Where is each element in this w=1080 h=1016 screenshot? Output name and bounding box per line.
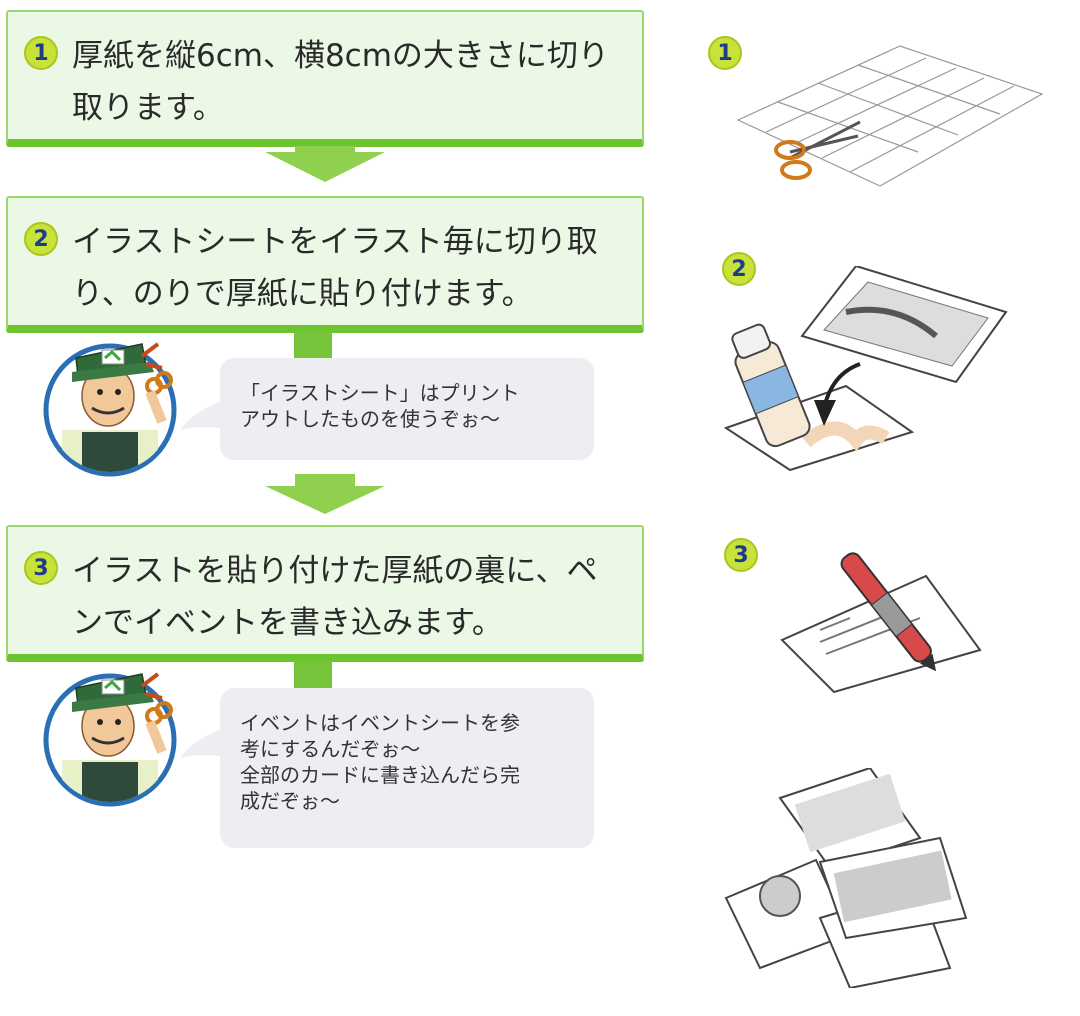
down-arrow-icon [265, 146, 385, 182]
flow-connector [294, 332, 332, 360]
speech-bubble-tail [180, 728, 228, 758]
step-3-box: 3 イラストを貼り付けた厚紙の裏に、ペ ンでイベントを書き込みます。 [6, 525, 644, 662]
grid-paper-scissors-illustration [736, 45, 1044, 187]
speech-bubble-tail [180, 400, 228, 430]
step-1-number-badge: 1 [24, 36, 58, 70]
farmer-character-icon [43, 342, 177, 477]
down-arrow-icon [265, 474, 385, 514]
speech-bubble-1: 「イラストシート」はプリント アウトしたものを使うぞぉ～ [220, 358, 594, 460]
illustration-2-number-badge: 2 [722, 252, 756, 286]
pen-card-illustration [780, 552, 982, 694]
step-2-number-badge: 2 [24, 222, 58, 256]
illustration-3-number-badge: 3 [724, 538, 758, 572]
step-2-box: 2 イラストシートをイラスト毎に切り取 り、のりで厚紙に貼り付けます。 [6, 196, 644, 333]
step-2-text: イラストシートをイラスト毎に切り取 り、のりで厚紙に貼り付けます。 [72, 224, 598, 312]
step-1-text: 厚紙を縦6cm、横8cmの大きさに切り 取ります。 [72, 38, 609, 126]
illustration-1-number-badge: 1 [708, 36, 742, 70]
step-3-text: イラストを貼り付けた厚紙の裏に、ペ ンでイベントを書き込みます。 [72, 553, 598, 641]
speech-bubble-2: イベントはイベントシートを参 考にするんだぞぉ～ 全部のカードに書き込んだら完 … [220, 688, 594, 848]
finished-cards-illustration [724, 768, 968, 988]
farmer-character-icon [43, 672, 177, 807]
flow-connector [294, 661, 332, 689]
step-3-number-badge: 3 [24, 551, 58, 585]
glue-card-illustration [723, 266, 1008, 472]
step-1-box: 1 厚紙を縦6cm、横8cmの大きさに切り 取ります。 [6, 10, 644, 147]
